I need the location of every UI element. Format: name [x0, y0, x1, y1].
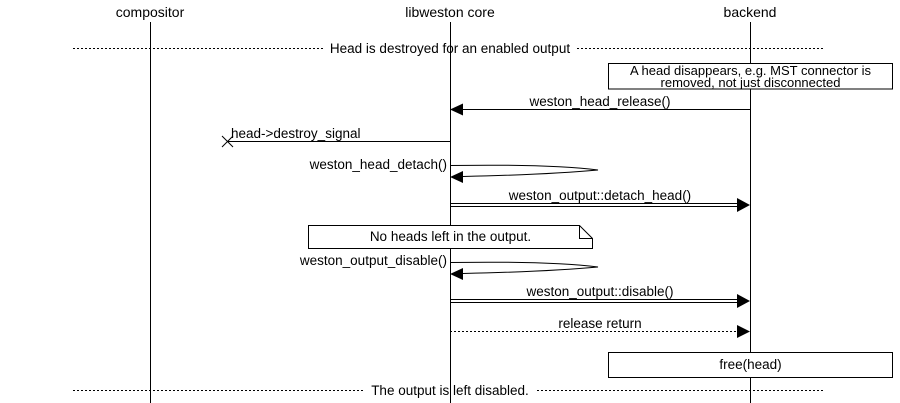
note-head-disappears-text: A head disappears, e.g. MST connector is… [629, 63, 872, 90]
note-head-disappears-box [608, 63, 893, 90]
actor-label-libweston-core: libweston core [405, 4, 495, 20]
note-fold-corner [579, 225, 593, 239]
label-weston-output-disable-self: weston_output_disable() [299, 253, 447, 268]
label-weston-head-release: weston_head_release() [529, 94, 671, 109]
divider-bottom-label: The output is left disabled. [371, 383, 529, 398]
label-weston-output-disable: weston_output::disable() [526, 284, 674, 299]
arrow-weston-head-release [450, 103, 750, 116]
label-release-return: release return [558, 316, 642, 331]
arrow-weston-output-disable-self [449, 261, 599, 280]
note-no-heads-left-text: No heads left in the output. [369, 229, 532, 244]
label-weston-output-detach-head: weston_output::detach_head() [508, 188, 692, 203]
note-no-heads-left-shape [308, 225, 593, 249]
label-head-destroy-signal: head->destroy_signal [231, 126, 361, 141]
actor-label-backend: backend [723, 4, 777, 20]
arrow-release-return [450, 325, 750, 338]
divider-top-label: Head is destroyed for an enabled output [329, 41, 571, 56]
box-free-head-shape [608, 352, 893, 378]
box-free-head-text: free(head) [719, 357, 782, 372]
label-weston-head-detach: weston_head_detach() [309, 157, 447, 172]
arrow-weston-output-disable [450, 294, 750, 308]
arrow-weston-head-detach-self [449, 164, 599, 183]
arrow-weston-output-detach-head [450, 198, 750, 212]
actor-label-compositor: compositor [115, 4, 185, 20]
lost-message-x-mark [221, 135, 234, 148]
arrow-head-destroy-signal [221, 135, 450, 148]
